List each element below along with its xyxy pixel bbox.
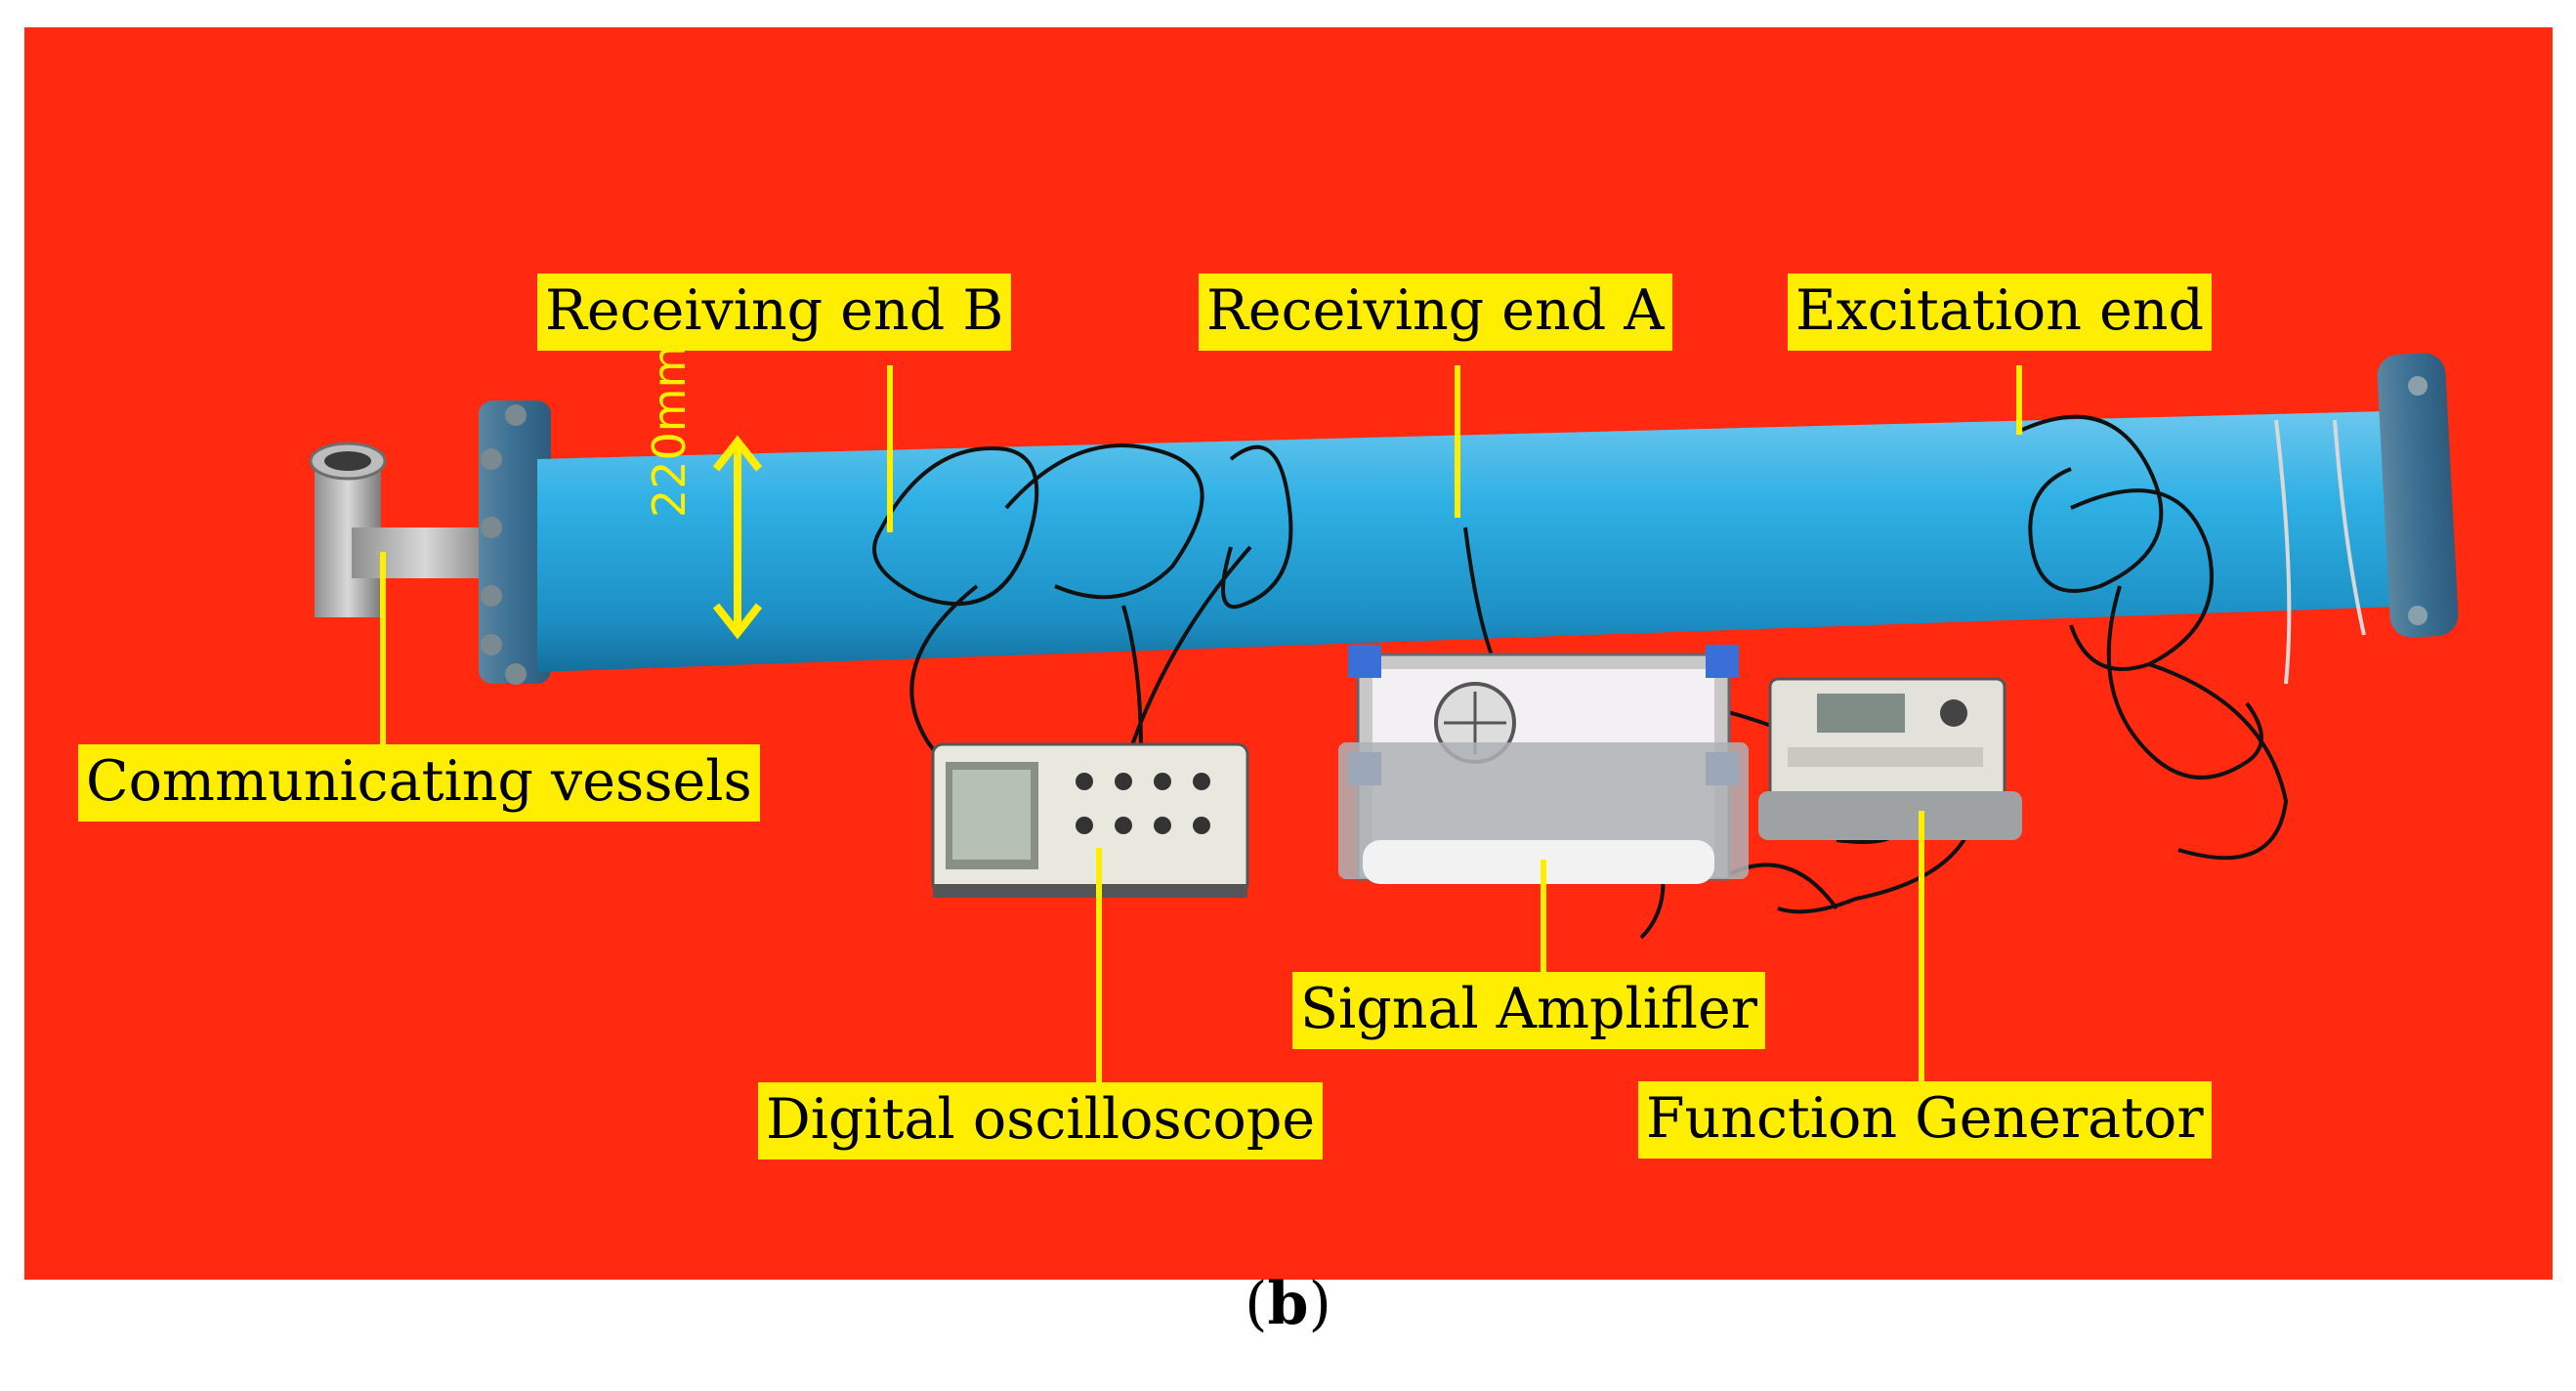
generator-device (1758, 677, 2022, 840)
figure-caption: (b) (0, 1270, 2576, 1338)
diameter-label: 220mm (643, 344, 696, 518)
right-flange (2377, 353, 2459, 638)
red-backdrop (24, 27, 2553, 1280)
oscilloscope-device (931, 742, 1249, 898)
caption-close: ) (1308, 1270, 1331, 1338)
wire-bundle (2274, 419, 2366, 685)
label-receiving-end-b: Receiving end B (537, 274, 1012, 351)
dimension-arrow (712, 435, 763, 640)
label-function-generator: Function Generator (1638, 1081, 2212, 1159)
left-flange (479, 400, 551, 685)
label-communicating-vessels: Communicating vessels (78, 744, 760, 822)
blue-pipe (537, 410, 2423, 672)
label-excitation-end: Excitation end (1788, 274, 2213, 351)
label-receiving-end-a: Receiving end A (1199, 274, 1672, 351)
caption-letter: b (1267, 1270, 1309, 1338)
label-digital-oscilloscope: Digital oscilloscope (758, 1082, 1324, 1159)
leader-lines (380, 365, 2022, 1082)
communicating-vessel (309, 442, 498, 617)
caption-open: ( (1245, 1270, 1268, 1338)
label-signal-amplifier: Signal Amplifler (1292, 972, 1765, 1049)
amplifier-device (1338, 645, 1749, 884)
